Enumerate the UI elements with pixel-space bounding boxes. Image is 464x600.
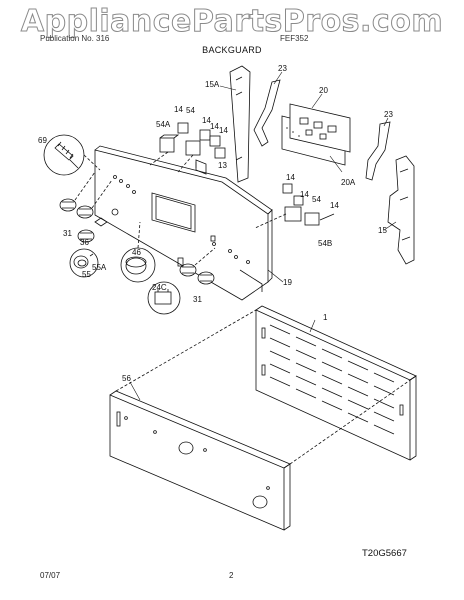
callout-14-b: 14 xyxy=(202,116,211,125)
section-title: BACKGUARD xyxy=(202,45,262,55)
lower-panel xyxy=(109,309,417,531)
callout-labels: 15A 23 20 23 20A 14 54 54A 14 14 14 13 1… xyxy=(38,64,407,559)
bracket-15 xyxy=(387,155,415,265)
publication-number: Publication No. 316 xyxy=(40,34,110,43)
callout-54b: 54B xyxy=(318,239,332,248)
footer-date: 07/07 xyxy=(40,571,61,580)
callout-23-upper: 23 xyxy=(278,64,287,73)
control-panel xyxy=(94,145,273,301)
control-board xyxy=(281,103,351,166)
footer-page: 2 xyxy=(229,571,234,580)
callout-20a: 20A xyxy=(341,178,356,187)
clip-23-lower xyxy=(365,121,391,181)
callout-55: 55 xyxy=(82,270,91,279)
leader-lines xyxy=(129,71,397,401)
callout-31-left: 31 xyxy=(63,229,72,238)
callout-14-f: 14 xyxy=(300,190,309,199)
bracket-15a xyxy=(229,65,251,183)
callout-14-c: 14 xyxy=(210,122,219,131)
watermark-logo: AppliancePartsPros.com xyxy=(20,4,444,40)
callout-69: 69 xyxy=(38,136,47,145)
callout-23-lower: 23 xyxy=(384,110,393,119)
switch-cluster-upper xyxy=(149,122,226,175)
callout-31-right: 31 xyxy=(193,295,202,304)
callout-15a: 15A xyxy=(205,80,220,89)
rear-panel xyxy=(255,305,417,461)
callout-56: 56 xyxy=(122,374,131,383)
callout-1: 1 xyxy=(323,313,328,322)
callout-14-e: 14 xyxy=(286,173,295,182)
callout-19: 19 xyxy=(283,278,292,287)
knob-36 xyxy=(77,229,95,243)
clip-23-upper xyxy=(253,79,281,147)
callout-54-lower: 54 xyxy=(312,195,321,204)
knob-group-right xyxy=(177,247,216,285)
inset-46 xyxy=(120,221,156,283)
callout-55a: 55A xyxy=(92,263,107,272)
callout-24c: 24C xyxy=(152,283,167,292)
inset-24c xyxy=(147,281,181,315)
callout-20: 20 xyxy=(319,86,328,95)
callout-13: 13 xyxy=(218,161,227,170)
diagram-code: T20G5667 xyxy=(362,548,407,559)
knob-group-left xyxy=(59,171,119,227)
callout-14-d: 14 xyxy=(219,126,228,135)
callout-46: 46 xyxy=(132,248,141,257)
callout-15: 15 xyxy=(378,226,387,235)
callout-36: 36 xyxy=(80,238,89,247)
switch-cluster-lower xyxy=(254,183,335,229)
callout-54-upper: 54 xyxy=(186,106,195,115)
callout-14-g: 14 xyxy=(330,201,339,210)
callout-54a: 54A xyxy=(156,120,171,129)
inset-69 xyxy=(43,134,101,176)
inset-55 xyxy=(69,248,99,278)
callout-14-a: 14 xyxy=(174,105,183,114)
model-number: FEF352 xyxy=(280,34,309,43)
